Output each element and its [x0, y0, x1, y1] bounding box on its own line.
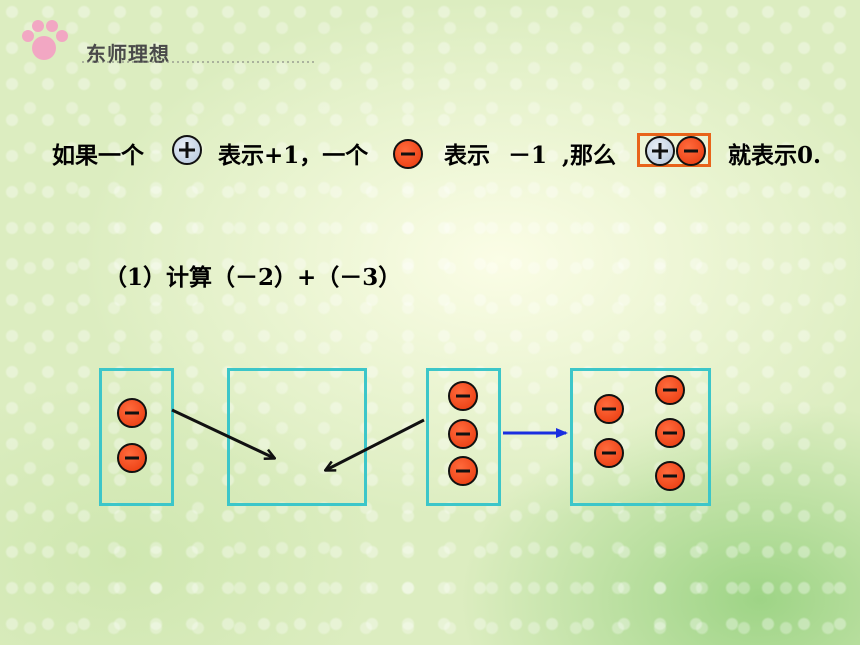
- minus-circle-icon: [676, 136, 706, 166]
- plus-circle-icon: [172, 135, 202, 165]
- problem-text: （1）计算（－2）+（－3）: [104, 264, 402, 291]
- minus-circle-icon: [655, 461, 685, 491]
- arrow-to-empty-left: [171, 408, 274, 458]
- minus-circle-icon: [117, 443, 147, 473]
- minus-circle-icon: [655, 418, 685, 448]
- logo: 东师理想: [14, 16, 314, 68]
- minus-circle-icon: [448, 381, 478, 411]
- statement-minus1: －1: [508, 142, 548, 169]
- statement-means: 表示: [444, 142, 490, 169]
- paw-logo-icon: [22, 20, 68, 60]
- box-result: [570, 368, 711, 506]
- minus-circle-icon: [594, 394, 624, 424]
- statement-means-zero: 就表示0.: [728, 142, 822, 169]
- box-minus-three: [426, 368, 501, 506]
- minus-circle-icon: [393, 139, 423, 169]
- arrow-to-empty-right: [326, 418, 425, 470]
- statement-then: ,那么: [562, 142, 617, 169]
- minus-circle-icon: [448, 419, 478, 449]
- plus-circle-icon: [645, 136, 675, 166]
- minus-circle-icon: [594, 438, 624, 468]
- minus-circle-icon: [117, 398, 147, 428]
- box-minus-two: [99, 368, 174, 506]
- statement-means-plus1: 表示+1，一个: [218, 142, 369, 169]
- statement-if: 如果一个: [52, 142, 144, 169]
- logo-underline: [82, 61, 314, 63]
- minus-circle-icon: [655, 375, 685, 405]
- minus-circle-icon: [448, 456, 478, 486]
